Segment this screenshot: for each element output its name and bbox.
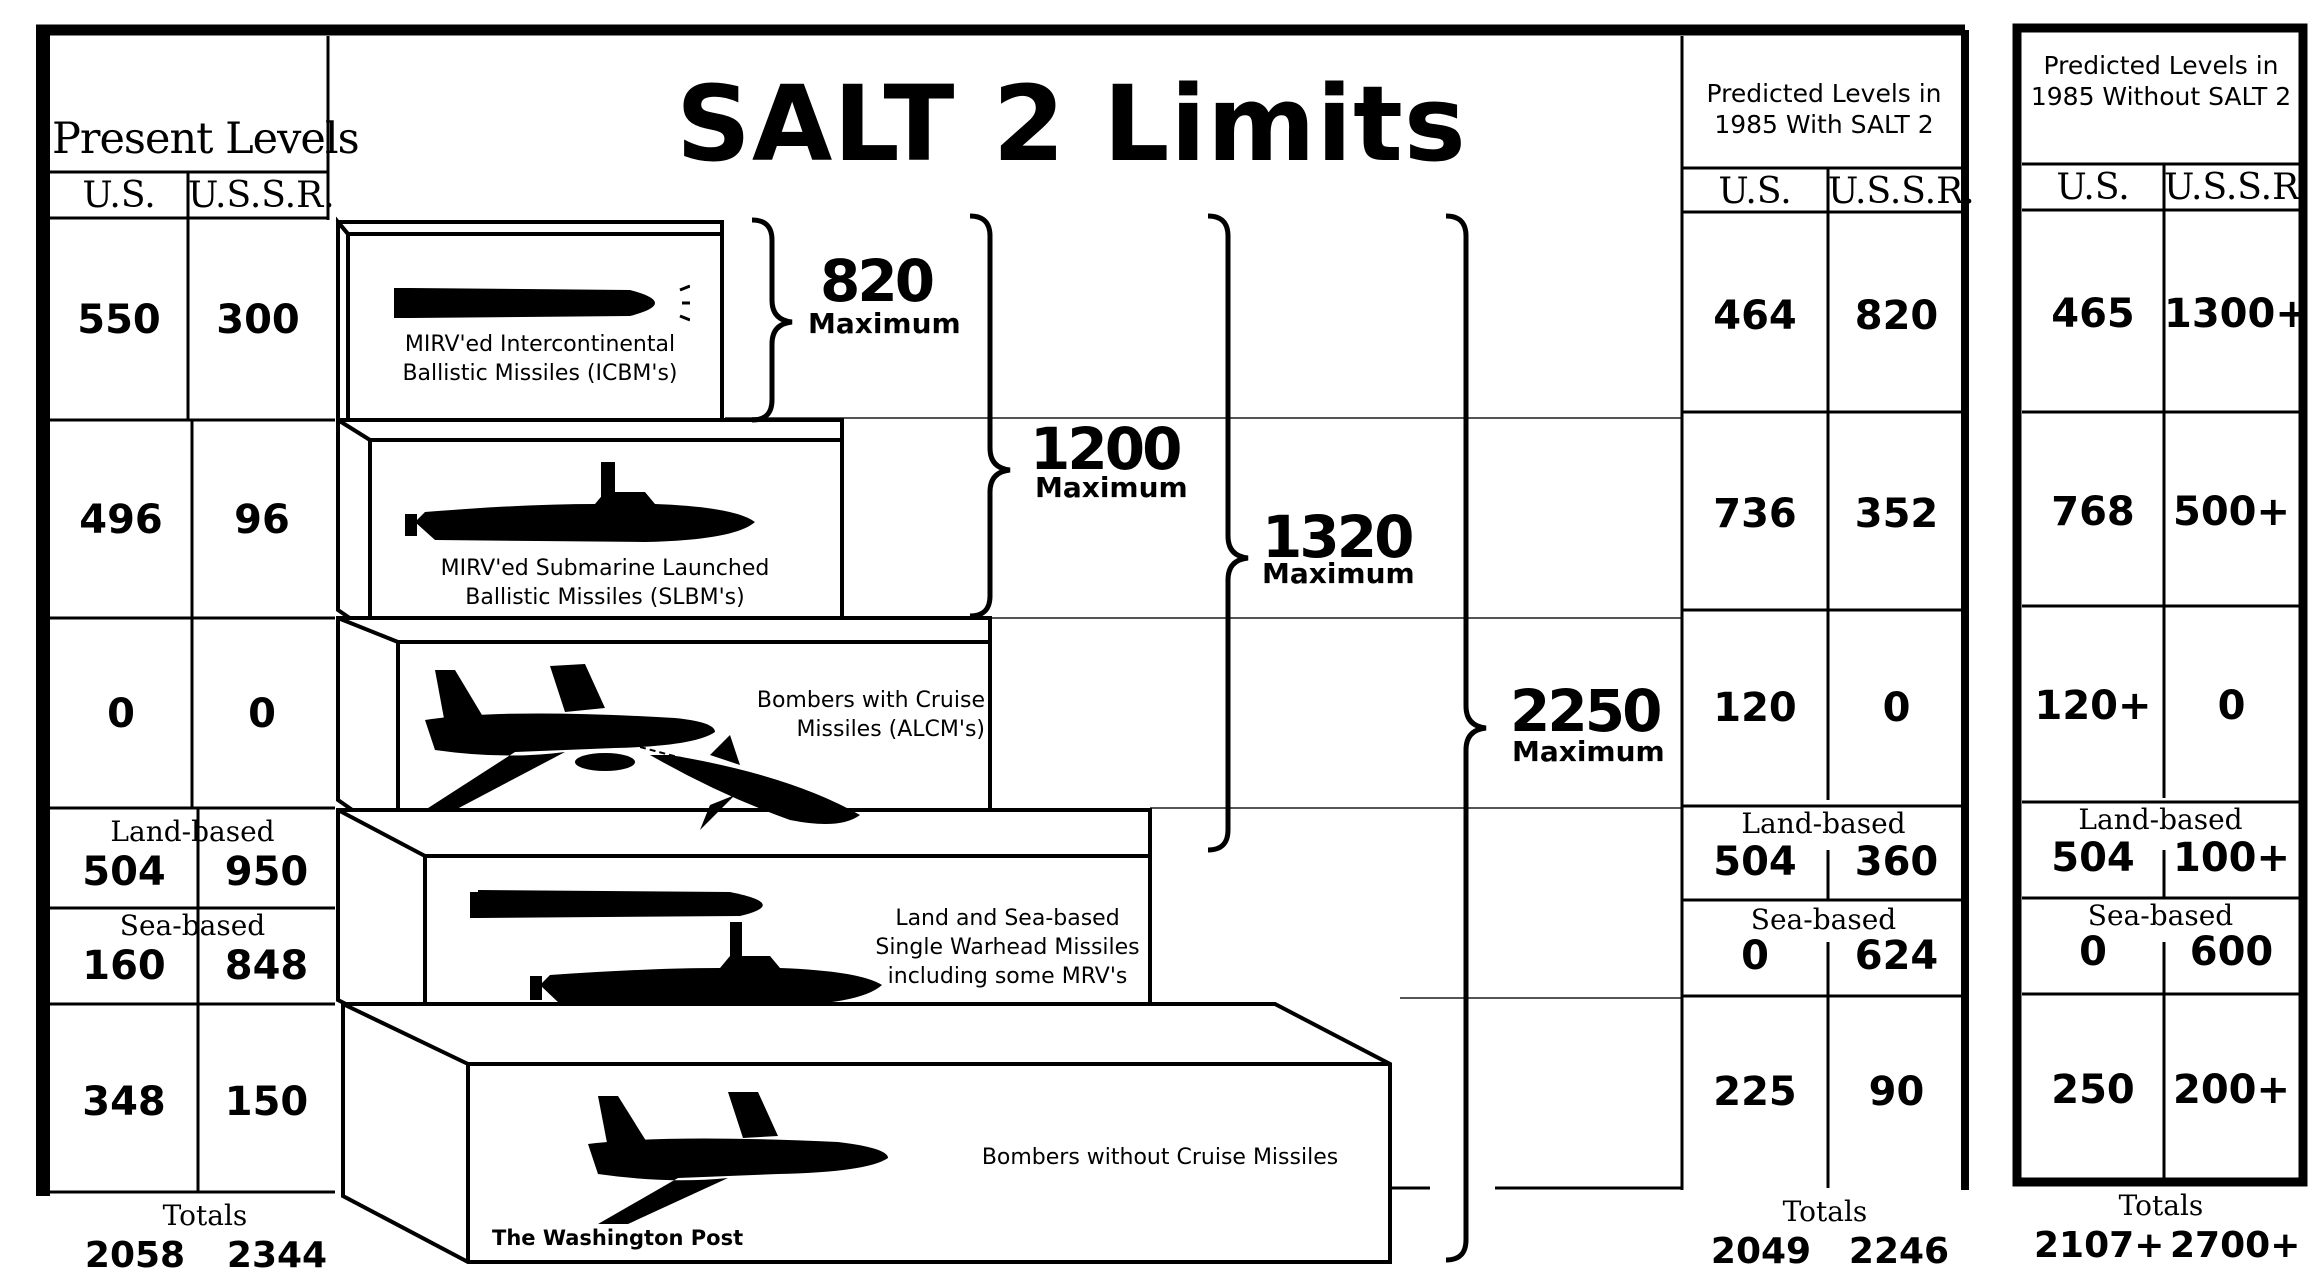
without-salt-totals-label: Totals xyxy=(2118,1189,2204,1222)
without-salt-land-us: 504 xyxy=(2051,835,2135,881)
without-salt-total-us: 2107+ xyxy=(2034,1225,2165,1266)
credit-washington-post: The Washington Post xyxy=(492,1226,744,1250)
without-salt-slbm-ussr: 500+ xyxy=(2172,489,2290,535)
limit-2250-label: Maximum xyxy=(1512,735,1665,768)
cruise-missile-icon xyxy=(650,735,860,830)
present-total-us: 2058 xyxy=(84,1235,186,1276)
present-sea-us: 160 xyxy=(82,943,166,989)
category-bombers-label: Bombers without Cruise Missiles xyxy=(981,1145,1339,1170)
without-salt-bombers-us: 250 xyxy=(2051,1067,2135,1113)
page-title: SALT 2 Limits xyxy=(676,63,1467,185)
limit-1320-value: 1320 xyxy=(1262,503,1414,571)
present-bombers-ussr: 150 xyxy=(224,1079,309,1125)
without-salt-slbm-us: 768 xyxy=(2051,489,2135,535)
with-salt-land-us: 504 xyxy=(1713,839,1797,885)
missile-icon xyxy=(394,284,690,322)
with-salt-sea-us: 0 xyxy=(1741,933,1769,979)
submarine-icon xyxy=(405,462,755,542)
present-total-ussr: 2344 xyxy=(226,1235,328,1276)
present-col-us: U.S. xyxy=(82,175,156,216)
with-salt-icbm-ussr: 820 xyxy=(1854,293,1939,339)
limit-2250-value: 2250 xyxy=(1510,677,1662,745)
with-salt-icbm-us: 464 xyxy=(1713,293,1797,339)
limit-1320-label: Maximum xyxy=(1262,557,1415,590)
limit-1200-label: Maximum xyxy=(1035,471,1188,504)
bomber-icon xyxy=(425,664,715,810)
with-salt-slbm-ussr: 352 xyxy=(1854,491,1939,537)
with-salt-slbm-us: 736 xyxy=(1713,491,1797,537)
bomber-icon xyxy=(588,1092,888,1224)
present-icbm-ussr: 300 xyxy=(216,297,300,343)
without-salt-sea-us: 0 xyxy=(2079,929,2107,975)
present-sea-label: Sea-based xyxy=(119,909,266,942)
with-salt-col-ussr: U.S.S.R. xyxy=(1828,171,1975,212)
with-salt-bombers-us: 225 xyxy=(1713,1069,1797,1115)
category-icbm-label: MIRV'ed Intercontinental Ballistic Missi… xyxy=(402,332,678,386)
limit-820-label: Maximum xyxy=(808,307,961,340)
present-bombers-us: 348 xyxy=(82,1079,166,1125)
present-levels-heading: Present Levels xyxy=(52,114,360,164)
without-salt-icbm-us: 465 xyxy=(2051,291,2135,337)
with-salt-sea-label: Sea-based xyxy=(1750,903,1897,936)
present-alcm-us: 0 xyxy=(107,691,135,737)
present-icbm-us: 550 xyxy=(77,297,161,343)
without-salt-total-ussr: 2700+ xyxy=(2170,1225,2301,1266)
present-totals-label: Totals xyxy=(162,1199,248,1232)
without-salt-land-ussr: 100+ xyxy=(2172,835,2290,881)
with-salt-total-us: 2049 xyxy=(1710,1231,1812,1272)
without-salt-sea-ussr: 600 xyxy=(2189,929,2274,975)
with-salt-land-label: Land-based xyxy=(1741,807,1906,840)
with-salt-sea-ussr: 624 xyxy=(1854,933,1939,979)
category-alcm-label: Bombers with Cruise Missiles (ALCM's) xyxy=(756,688,985,742)
limit-1200-value: 1200 xyxy=(1030,415,1182,483)
with-salt-totals-label: Totals xyxy=(1782,1195,1868,1228)
category-slbm-label: MIRV'ed Submarine Launched Ballistic Mis… xyxy=(440,556,770,610)
present-land-label: Land-based xyxy=(110,815,275,848)
present-slbm-ussr: 96 xyxy=(234,497,290,543)
present-sea-ussr: 848 xyxy=(224,943,309,989)
with-salt-total-ussr: 2246 xyxy=(1848,1231,1950,1272)
with-salt-alcm-us: 120 xyxy=(1713,685,1797,731)
present-land-us: 504 xyxy=(82,849,166,895)
category-single-warhead-label: Land and Sea-based Single Warhead Missil… xyxy=(875,906,1140,989)
submarine-icon xyxy=(530,922,882,1006)
present-alcm-ussr: 0 xyxy=(248,691,276,737)
without-salt-col-ussr: U.S.S.R. xyxy=(2164,167,2311,208)
without-salt-land-label: Land-based xyxy=(2078,803,2243,836)
without-salt-sea-label: Sea-based xyxy=(2087,899,2234,932)
present-land-ussr: 950 xyxy=(224,849,309,895)
launch-trail-icon xyxy=(640,746,700,764)
without-salt-alcm-us: 120+ xyxy=(2034,683,2152,729)
with-salt-alcm-ussr: 0 xyxy=(1882,685,1911,731)
present-col-ussr: U.S.S.R. xyxy=(188,175,335,216)
without-salt-heading: Predicted Levels in 1985 Without SALT 2 xyxy=(2030,51,2292,111)
with-salt-heading: Predicted Levels in 1985 With SALT 2 xyxy=(1706,79,1942,139)
without-salt-icbm-ussr: 1300+ xyxy=(2164,291,2309,337)
without-salt-alcm-ussr: 0 xyxy=(2217,683,2246,729)
with-salt-land-ussr: 360 xyxy=(1854,839,1939,885)
without-salt-bombers-ussr: 200+ xyxy=(2172,1067,2290,1113)
with-salt-col-us: U.S. xyxy=(1718,171,1792,212)
limit-820-value: 820 xyxy=(820,247,935,315)
without-salt-col-us: U.S. xyxy=(2056,167,2130,208)
missile-icon xyxy=(470,890,763,918)
present-slbm-us: 496 xyxy=(79,497,163,543)
with-salt-bombers-ussr: 90 xyxy=(1868,1069,1925,1115)
